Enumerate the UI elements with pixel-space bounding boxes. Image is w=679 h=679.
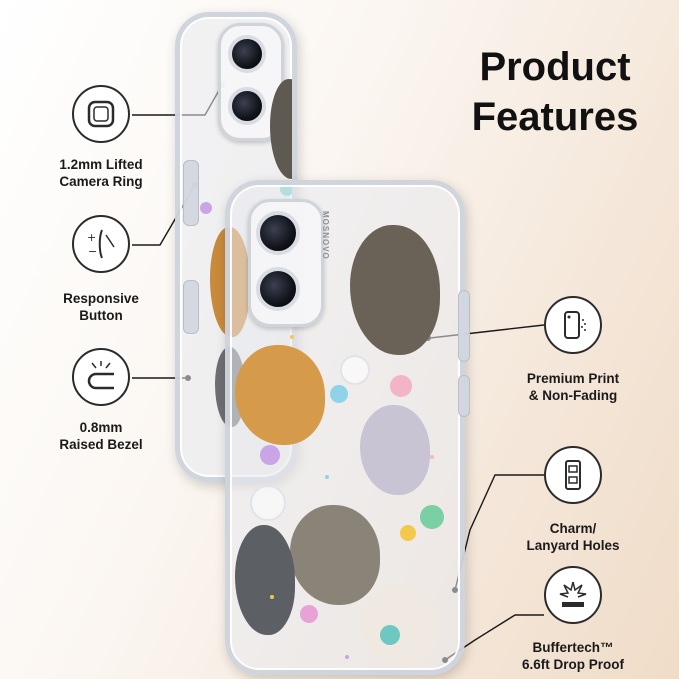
- raised-bezel-icon: [72, 348, 130, 406]
- camera-lens: [228, 35, 266, 73]
- title-line-2: Features: [471, 95, 639, 139]
- camera-lens: [256, 267, 300, 311]
- planet-bubble: [400, 525, 416, 541]
- feature-label-lanyard-holes: Charm/Lanyard Holes: [526, 521, 620, 553]
- cat-illustration: [360, 585, 440, 665]
- side-button: [183, 280, 199, 334]
- title-line-1: Product: [479, 45, 631, 89]
- cat-illustration: [360, 405, 430, 495]
- camera-ring-icon: [72, 85, 130, 143]
- planet-bubble: [390, 375, 412, 397]
- lanyard-holes-icon: [544, 446, 602, 504]
- helmet-bubble: [340, 355, 370, 385]
- planet-bubble: [260, 445, 280, 465]
- helmet-bubble: [250, 485, 286, 521]
- planet-bubble: [330, 385, 348, 403]
- side-button: [458, 375, 470, 417]
- feature-label-premium-print: Premium Print& Non-Fading: [526, 371, 620, 403]
- camera-lens: [256, 211, 300, 255]
- brand-text: MOSNOVO: [321, 211, 330, 260]
- responsive-button-icon: +−: [72, 215, 130, 273]
- planet-bubble: [420, 505, 444, 529]
- cat-illustration: [290, 505, 380, 605]
- side-button: [183, 160, 199, 226]
- cat-illustration: [235, 525, 295, 635]
- svg-text:+: +: [87, 231, 96, 244]
- print-phone-icon: [544, 296, 602, 354]
- svg-text:−: −: [88, 245, 97, 258]
- phone-case-front-view: MOSNOVO: [225, 180, 465, 675]
- impact-drop-icon: [544, 566, 602, 624]
- planet-bubble: [380, 625, 400, 645]
- cat-illustration: [270, 79, 292, 179]
- planet-bubble: [300, 605, 318, 623]
- cat-illustration: [235, 345, 325, 445]
- side-button: [458, 290, 470, 362]
- cat-illustration: [350, 225, 440, 355]
- camera-lens: [228, 87, 266, 125]
- page-title: Product Features: [440, 42, 670, 142]
- planet-bubble: [200, 202, 212, 214]
